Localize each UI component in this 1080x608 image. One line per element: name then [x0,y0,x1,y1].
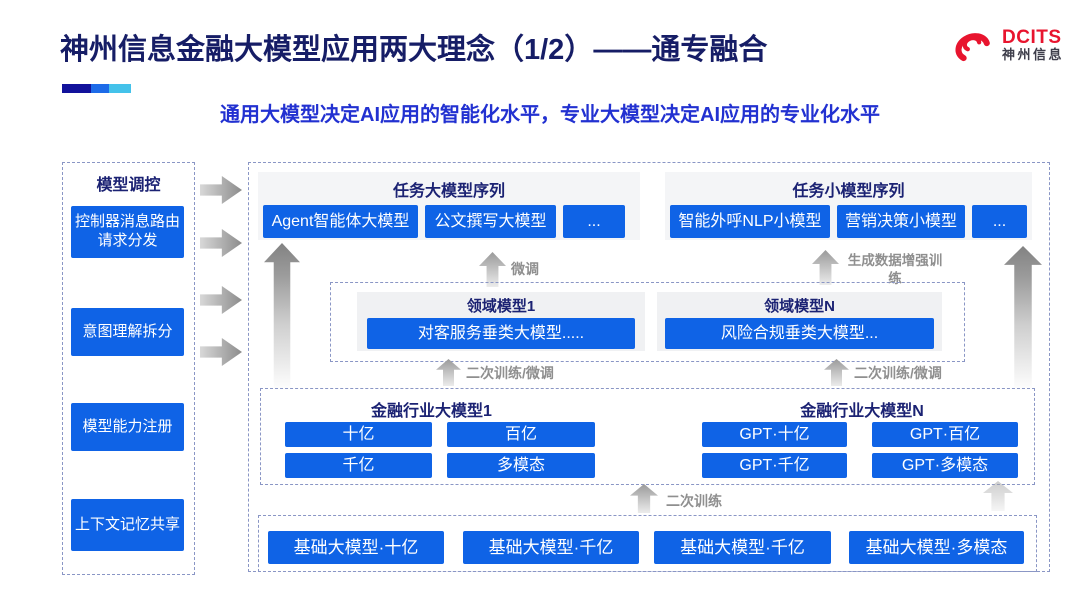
node-agent-large-model: Agent智能体大模型 [263,205,418,238]
sidebar-item-intent: 意图理解拆分 [71,308,184,356]
dcits-logo: DCITS 神州信息 [946,20,1068,70]
task-small-title: 任务小模型序列 [792,183,905,200]
domain-model-1-title: 领域模型1 [466,298,536,315]
domain-model-n-panel: 领域模型N 风险合规垂类大模型... [657,292,942,351]
node-foundation-1b: 基础大模型·十亿 [268,531,444,564]
node-10b: 百亿 [447,422,595,447]
node-marketing-model: 营销决策小模型 [837,205,965,238]
sidebar-item-context: 上下文记忆共享 [71,499,184,551]
gen-data-label: 生成数据增强训练 [847,253,943,286]
page-title: 神州信息金融大模型应用两大理念（1/2）——通专融合 [60,34,768,66]
node-large-more: ... [563,205,625,238]
model-control-panel: 模型调控 控制器消息路由请求分发 意图理解拆分 模型能力注册 上下文记忆共享 [62,162,195,575]
finetune-label: 微调 [511,261,539,277]
right-arrow-icon [200,229,242,257]
domain-models-box [330,282,965,362]
industry-model-1-title: 金融行业大模型1 [371,403,492,420]
node-foundation-100b-a: 基础大模型·千亿 [463,531,639,564]
task-small-model-panel: 任务小模型序列 智能外呼NLP小模型 营销决策小模型 ... [665,172,1032,240]
domain-model-1-panel: 领域模型1 对客服务垂类大模型..... [357,292,645,351]
accent-bar [62,84,131,93]
sidebar-item-router: 控制器消息路由请求分发 [71,206,184,258]
right-arrow-icon [200,338,242,366]
secondary-finetune-left-label: 二次训练/微调 [466,365,554,381]
secondary-training-label: 二次训练 [666,493,722,509]
node-foundation-multimodal: 基础大模型·多模态 [849,531,1024,564]
right-arrow-icon [200,286,242,314]
node-100b: 千亿 [285,453,432,478]
logo-name: DCITS [1002,27,1062,49]
dcits-swoosh-icon [946,20,998,71]
node-multimodal: 多模态 [447,453,595,478]
slide-subtitle: 通用大模型决定AI应用的智能化水平，专业大模型决定AI应用的专业化水平 [220,104,880,126]
foundation-models-box: 基础大模型·十亿 基础大模型·千亿 基础大模型·千亿 基础大模型·多模态 [258,515,1037,572]
node-gpt-multimodal: GPT·多模态 [872,453,1018,478]
model-control-title: 模型调控 [96,177,161,194]
node-foundation-100b-b: 基础大模型·千亿 [654,531,831,564]
task-large-title: 任务大模型序列 [392,183,505,200]
node-outbound-nlp-model: 智能外呼NLP小模型 [670,205,830,238]
task-large-model-panel: 任务大模型序列 Agent智能体大模型 公文撰写大模型 ... [258,172,640,240]
node-gpt-10b: GPT·百亿 [872,422,1018,447]
secondary-finetune-right-label: 二次训练/微调 [854,365,942,381]
node-doc-writing-model: 公文撰写大模型 [425,205,556,238]
sidebar-item-capability: 模型能力注册 [71,403,184,451]
industry-model-n-title: 金融行业大模型N [800,403,924,420]
node-risk-compliance-model: 风险合规垂类大模型... [665,318,934,349]
node-gpt-1b: GPT·十亿 [702,422,847,447]
industry-models-box [260,388,1035,485]
right-arrow-icon [200,176,242,204]
node-gpt-100b: GPT·千亿 [702,453,847,478]
domain-model-n-title: 领域模型N [764,298,835,315]
node-small-more: ... [972,205,1027,238]
logo-cn-name: 神州信息 [1002,47,1065,63]
industry-model-1-panel: 金融行业大模型1 十亿 百亿 千亿 多模态 [265,390,598,481]
industry-model-n-panel: 金融行业大模型N GPT·十亿 GPT·百亿 GPT·千亿 GPT·多模态 [697,390,1027,481]
node-1b: 十亿 [285,422,432,447]
node-customer-service-model: 对客服务垂类大模型..... [367,318,635,349]
